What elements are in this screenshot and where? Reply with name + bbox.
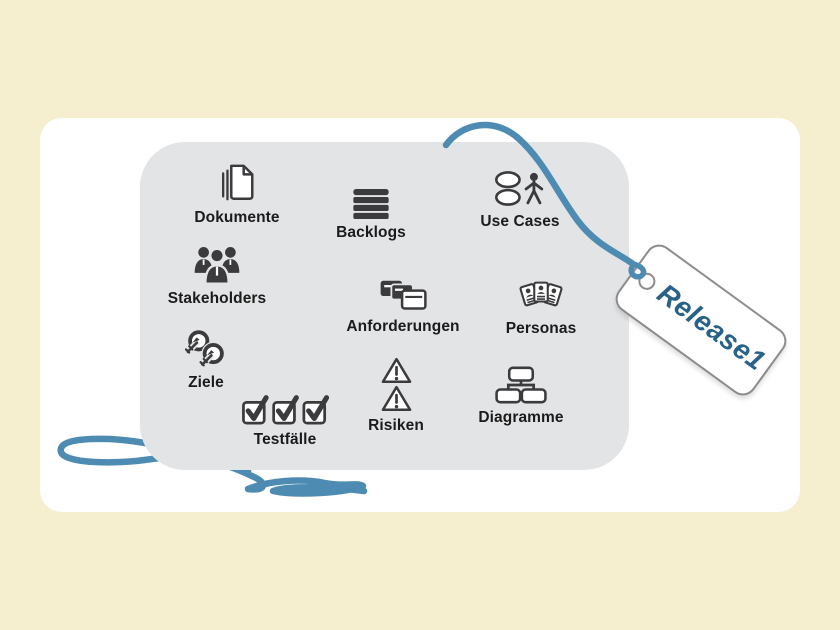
item-diagramme: Diagramme — [451, 366, 591, 427]
item-use-cases: Use Cases — [450, 170, 590, 231]
item-label: Backlogs — [336, 224, 406, 241]
requirement-cards-icon — [378, 279, 428, 313]
item-testfaelle: Testfälle — [215, 392, 355, 449]
item-label: Risiken — [368, 417, 424, 434]
item-dokumente: Dokumente — [167, 162, 307, 227]
item-stakeholders: Stakeholders — [147, 243, 287, 308]
backlog-bars-icon — [353, 189, 389, 219]
tag-hole — [635, 269, 660, 293]
item-label: Diagramme — [478, 409, 564, 426]
item-label: Stakeholders — [167, 290, 267, 307]
item-label: Testfälle — [253, 431, 317, 448]
people-group-icon — [192, 243, 242, 285]
persona-cards-icon — [518, 279, 564, 315]
item-label: Ziele — [188, 374, 224, 391]
item-backlogs: Backlogs — [301, 189, 441, 242]
warning-triangles-icon — [380, 356, 413, 412]
item-label: Dokumente — [194, 209, 280, 226]
checkboxes-icon — [241, 392, 329, 426]
item-label: Personas — [505, 320, 577, 337]
item-label: Anforderungen — [346, 318, 460, 335]
item-ziele: Ziele — [136, 329, 276, 392]
item-label: Use Cases — [480, 213, 560, 230]
item-risiken: Risiken — [326, 356, 466, 435]
documents-icon — [217, 162, 257, 204]
use-case-icon — [494, 170, 546, 208]
item-anforderungen: Anforderungen — [333, 279, 473, 336]
org-chart-icon — [494, 366, 548, 404]
item-personas: Personas — [471, 279, 611, 338]
target-arrows-icon — [184, 329, 228, 369]
